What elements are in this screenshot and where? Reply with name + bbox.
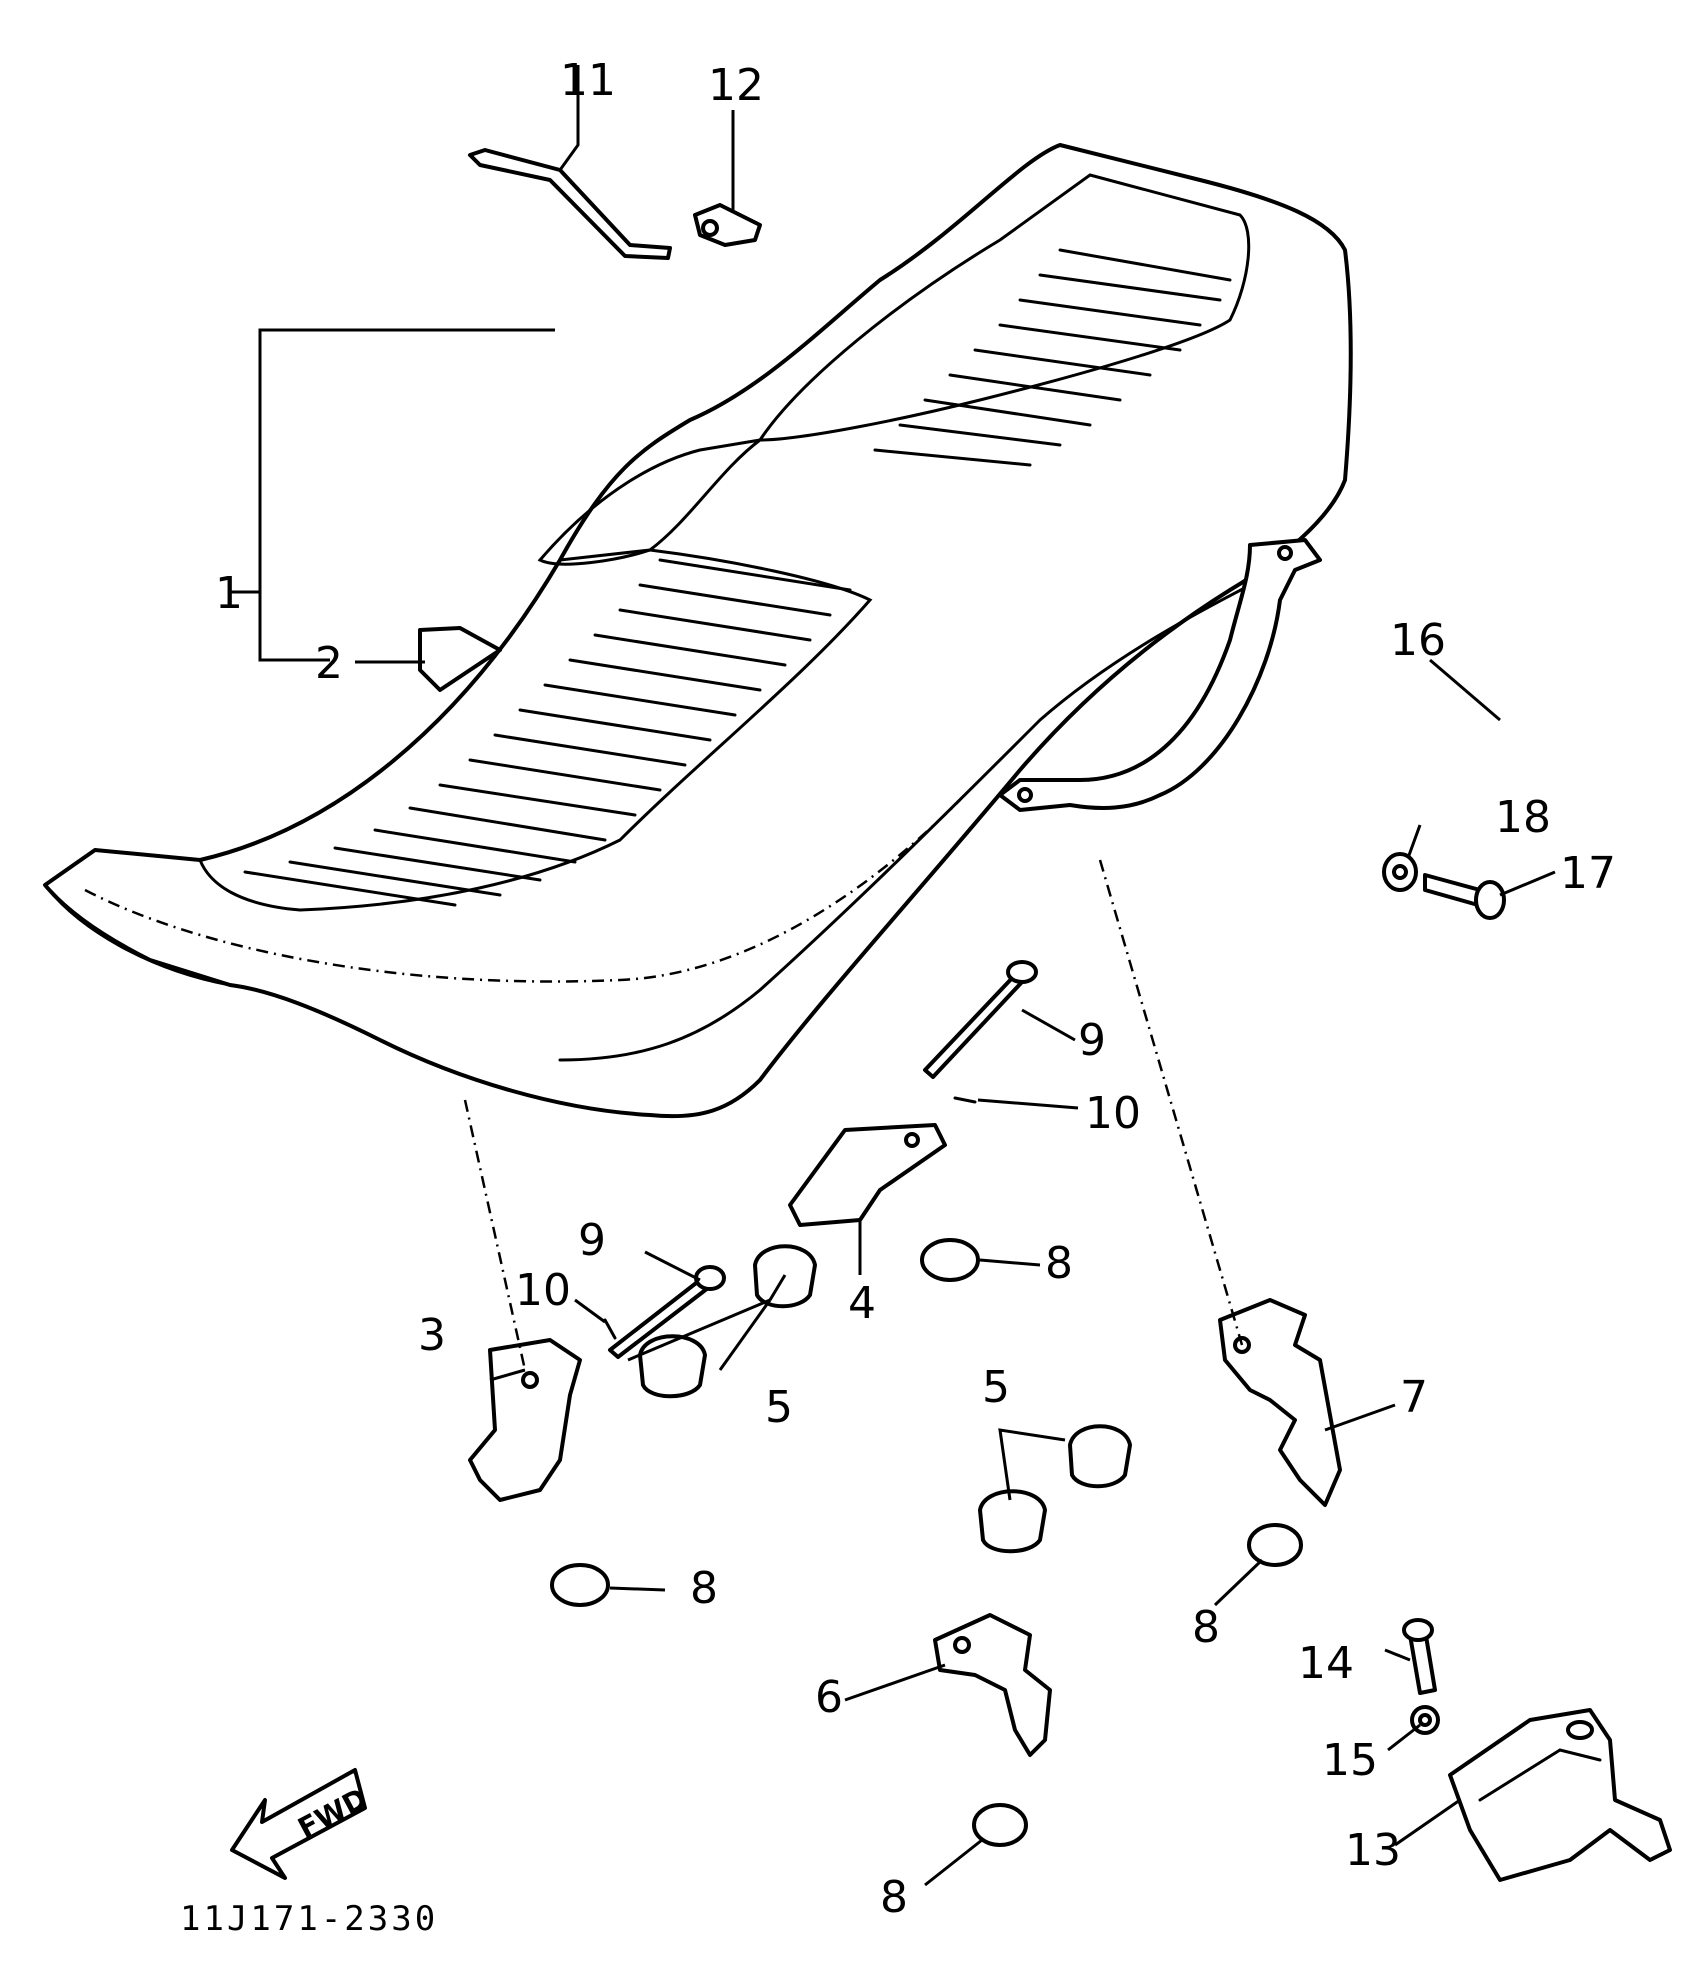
callout-8c: 8 [1192,1602,1220,1653]
damper-c [1068,1424,1132,1489]
callout-6: 6 [815,1672,843,1723]
front-hinge-bracket [468,1338,582,1502]
damper-d [978,1489,1047,1554]
seat-pleats-front [243,558,852,907]
hinge-pin-upper [923,960,1038,1079]
seat-assembly [43,143,1353,1119]
grab-bar-bolt [1423,873,1506,920]
callout-10b: 10 [515,1265,571,1316]
grommet-b [550,1563,610,1607]
callout-8a: 8 [1045,1238,1073,1289]
cotter-pin-upper [953,1096,977,1104]
seat-lower-rim [558,558,1302,1062]
callout-15: 15 [1322,1735,1378,1786]
grommet-a [920,1238,980,1282]
seat-rear-center-panel [537,438,761,566]
figure-code: 11J171-2330 [180,1899,438,1939]
callout-9a: 9 [1078,1015,1106,1066]
center-hinge-bracket [933,1613,1052,1757]
callout-7: 7 [1400,1372,1428,1423]
grommet-c [1247,1523,1303,1567]
callout-10a: 10 [1085,1088,1141,1139]
seat-lock-assembly [1448,1708,1672,1882]
callout-8b: 8 [690,1563,718,1614]
callout-11: 11 [560,55,616,106]
callout-13: 13 [1345,1825,1401,1876]
forward-direction-arrow: FWD [230,1768,373,1880]
callout-5b: 5 [982,1362,1010,1413]
callout-5a: 5 [765,1382,793,1433]
seat-lock-rod [468,148,672,260]
seat-seam-line [84,799,961,983]
grommet-d [972,1803,1028,1847]
rear-hinge-bracket [1218,1298,1342,1507]
lock-cam [693,203,762,247]
cotter-pin-lower [603,1318,617,1340]
callout-9b: 9 [578,1215,606,1266]
leader-lines [228,65,1556,1887]
callout-8d: 8 [880,1872,908,1923]
callout-16: 16 [1390,615,1446,666]
callout-4: 4 [848,1278,876,1329]
grab-bar [998,538,1322,812]
callout-1: 1 [215,568,243,619]
callout-18: 18 [1495,792,1551,843]
seat-front-panel [197,548,873,912]
seat-pleats-rear [873,248,1232,467]
grab-bar-washer [1382,852,1418,892]
callout-12: 12 [708,60,764,111]
damper-b [638,1334,707,1399]
callout-3: 3 [418,1310,446,1361]
hinge-bracket-upper [788,1123,947,1227]
callout-2: 2 [315,638,343,689]
lock-screw [1402,1618,1437,1695]
callout-14: 14 [1298,1638,1354,1689]
callout-17: 17 [1560,848,1616,899]
callout-labels: 1 2 3 4 5 5 6 7 8 8 8 8 9 9 10 10 11 12 … [215,55,1616,1923]
seat-front-edge [43,883,232,987]
